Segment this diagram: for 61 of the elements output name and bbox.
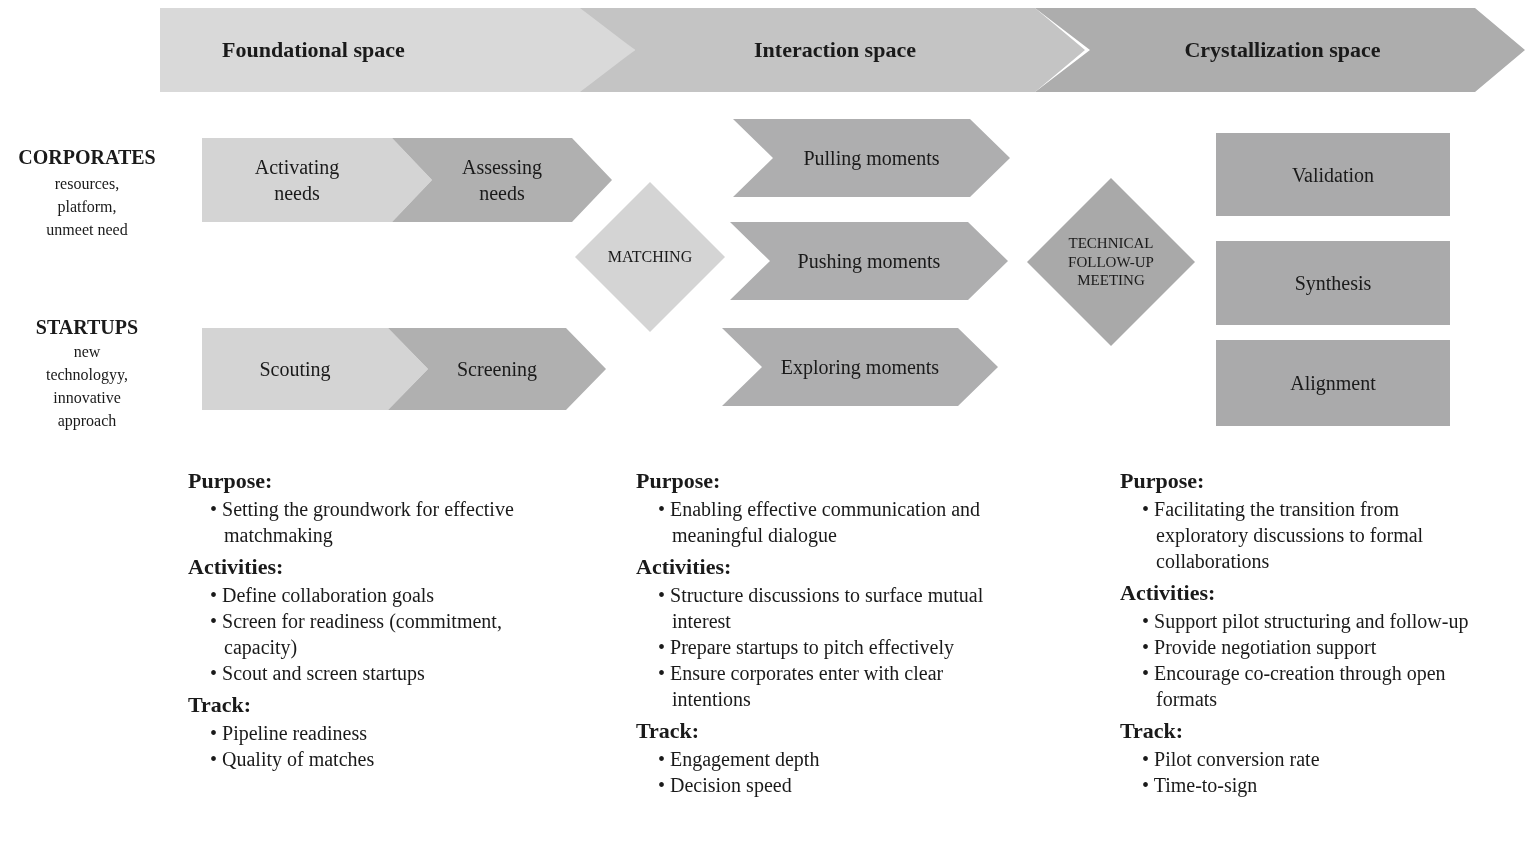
chevron-shape <box>388 328 606 410</box>
bullet-item: • Setting the groundwork for effective matchmaking <box>210 497 515 548</box>
bullet-item: • Quality of matches <box>210 747 376 772</box>
step-label: Screening <box>457 357 537 382</box>
step-label: Pushing moments <box>797 249 941 274</box>
bullet-item: • Ensure corporates enter with clear intentions <box>658 661 945 712</box>
bullet-item: • Encourage co-creation through open formats <box>1142 661 1447 712</box>
decision-diamond <box>1027 178 1195 346</box>
decision-diamond <box>575 182 725 332</box>
bullet-item: • Time-to-sign <box>1142 773 1259 798</box>
chevron-shape <box>392 138 612 222</box>
arrow-shape <box>202 138 432 222</box>
step-label: Alignment <box>1290 371 1376 396</box>
step-label: Synthesis <box>1294 271 1372 296</box>
bullet-item: • Support pilot structuring and follow-up <box>1142 609 1470 634</box>
bullet-item: • Engagement depth <box>658 747 821 772</box>
section-heading: Track: <box>188 691 253 719</box>
stage-heading: Crystallization space <box>1184 35 1381 64</box>
section-heading: Purpose: <box>636 467 722 495</box>
step-label: MATCHING <box>607 247 693 267</box>
process-box <box>1216 133 1450 216</box>
section-heading: Purpose: <box>1120 467 1206 495</box>
row-heading: STARTUPS <box>34 315 140 340</box>
bullet-item: • Structure discussions to surface mutual interest <box>658 583 985 634</box>
step-label: Validation <box>1291 162 1375 188</box>
row-description: new technologyy, innovative approach <box>44 342 130 432</box>
stage-heading: Interaction space <box>754 35 916 64</box>
chevron-shape <box>733 119 1010 197</box>
arrow-shape <box>202 328 428 410</box>
chevron-shape <box>722 328 998 406</box>
step-label: TECHNICAL FOLLOW-UP MEETING <box>1067 233 1155 291</box>
arrow-shape <box>160 8 635 92</box>
step-label: Activating needs <box>253 155 341 206</box>
bullet-item: • Define collaboration goals <box>210 583 436 608</box>
step-label: Assessing needs <box>461 155 543 206</box>
stage-heading: Foundational space <box>222 35 405 64</box>
bullet-item: • Screen for readiness (commitment, capacity) <box>210 609 503 660</box>
row-description: resources, platform, unmeet need <box>45 174 129 240</box>
section-heading: Track: <box>636 717 701 745</box>
step-label: Scouting <box>259 357 331 382</box>
process-box <box>1216 340 1450 426</box>
bullet-item: • Decision speed <box>658 773 793 798</box>
section-heading: Activities: <box>188 553 285 581</box>
step-label: Pulling moments <box>803 146 940 171</box>
bullet-item: • Enabling effective communication and meaningful dialogue <box>658 497 982 548</box>
bullet-item: • Pilot conversion rate <box>1142 747 1321 772</box>
bullet-item: • Provide negotiation support <box>1142 635 1378 660</box>
section-heading: Track: <box>1120 717 1185 745</box>
bullet-item: • Scout and screen startups <box>210 661 426 686</box>
row-heading: CORPORATES <box>17 145 157 170</box>
section-heading: Purpose: <box>188 467 274 495</box>
bullet-item: • Facilitating the transition from exploratory discussions to formal collaborations <box>1142 497 1425 574</box>
chevron-shape <box>730 222 1008 300</box>
bullet-item: • Pipeline readiness <box>210 721 368 746</box>
chevron-shape <box>580 8 1085 92</box>
section-heading: Activities: <box>1120 579 1217 607</box>
section-heading: Activities: <box>636 553 733 581</box>
bullet-item: • Prepare startups to pitch effectively <box>658 635 955 660</box>
chevron-shape <box>1035 8 1525 92</box>
step-label: Exploring moments <box>780 355 940 380</box>
process-box <box>1216 241 1450 325</box>
